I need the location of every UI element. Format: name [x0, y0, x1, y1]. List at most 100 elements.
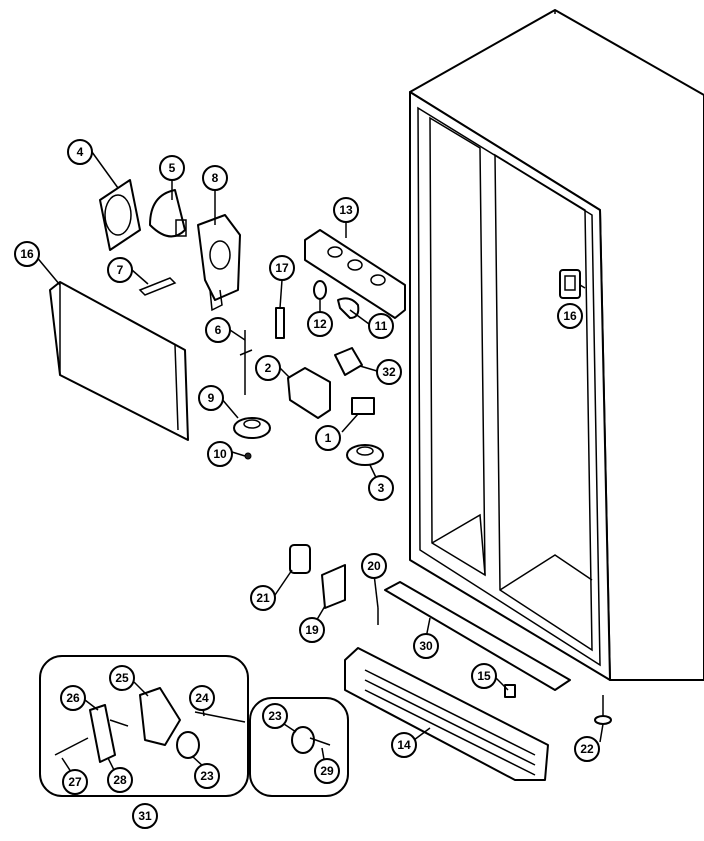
- part-25-bracket: [139, 687, 181, 746]
- part-8-fan-housing: [197, 214, 241, 312]
- callout-23a-label: 23: [200, 769, 214, 783]
- callout-16b-label: 16: [563, 309, 577, 323]
- leader-lines: [34, 151, 604, 779]
- callout-30-label: 30: [419, 639, 433, 653]
- callout-9-label: 9: [208, 391, 215, 405]
- callout-25: 25: [109, 665, 135, 691]
- callout-10-label: 10: [213, 447, 227, 461]
- callout-20-label: 20: [367, 559, 381, 573]
- part-30-rail: [384, 581, 571, 691]
- callout-10: 10: [207, 441, 233, 467]
- part-22-leg: [594, 695, 612, 725]
- part-27-bolt: [54, 737, 89, 756]
- callout-26a-label: 26: [66, 691, 80, 705]
- callout-22-label: 22: [580, 742, 594, 756]
- callout-22: 22: [574, 736, 600, 762]
- part-14-grille: [344, 647, 549, 781]
- part-17-strip: [275, 307, 285, 339]
- callout-32-label: 32: [382, 365, 396, 379]
- part-29-axle: [309, 737, 331, 746]
- callout-26a: 26: [60, 685, 86, 711]
- part-16-panel: [49, 281, 189, 441]
- callout-27-label: 27: [68, 775, 82, 789]
- part-4-frame: [99, 179, 141, 251]
- callout-6: 6: [205, 317, 231, 343]
- callout-30: 30: [413, 633, 439, 659]
- callout-21-label: 21: [256, 591, 270, 605]
- callout-29: 29: [314, 758, 340, 784]
- callout-1: 1: [315, 425, 341, 451]
- callout-25-label: 25: [115, 671, 129, 685]
- part-32-switch: [334, 347, 363, 376]
- callout-5-label: 5: [169, 161, 176, 175]
- part-28-plate: [89, 704, 116, 763]
- callout-6-label: 6: [215, 323, 222, 337]
- callout-3-label: 3: [378, 481, 385, 495]
- part-19-plate: [321, 564, 346, 609]
- part-23-roller-a: [176, 731, 200, 759]
- callout-2-label: 2: [265, 361, 272, 375]
- callout-28: 28: [107, 767, 133, 793]
- part-26-screw: [109, 719, 129, 727]
- callout-27: 27: [62, 769, 88, 795]
- callout-15: 15: [471, 663, 497, 689]
- callout-16a-label: 16: [20, 247, 34, 261]
- callout-14: 14: [391, 732, 417, 758]
- part-3-knob: [346, 444, 384, 466]
- callout-8: 8: [202, 165, 228, 191]
- callout-8-label: 8: [212, 171, 219, 185]
- callout-24-label: 24: [195, 691, 209, 705]
- part-12-bulb: [313, 280, 327, 300]
- callout-16b: 16: [557, 303, 583, 329]
- callout-19-label: 19: [305, 623, 319, 637]
- group-31-box: [39, 655, 249, 797]
- callout-29-label: 29: [320, 764, 334, 778]
- callout-5: 5: [159, 155, 185, 181]
- callout-4-label: 4: [77, 145, 84, 159]
- callout-14-label: 14: [397, 738, 411, 752]
- callout-9: 9: [198, 385, 224, 411]
- callout-23b-label: 23: [268, 709, 282, 723]
- part-15-clip: [504, 684, 516, 698]
- callout-11: 11: [368, 313, 394, 339]
- callout-12-label: 12: [313, 317, 327, 331]
- callout-28-label: 28: [113, 773, 127, 787]
- callout-31: 31: [132, 803, 158, 829]
- part-10-screw: [244, 452, 252, 460]
- callout-32: 32: [376, 359, 402, 385]
- callout-15-label: 15: [477, 669, 491, 683]
- callout-31-label: 31: [138, 809, 152, 823]
- callout-7: 7: [107, 257, 133, 283]
- callout-17: 17: [269, 255, 295, 281]
- cabinet: [409, 9, 704, 681]
- part-1-thermostat: [351, 397, 375, 415]
- callout-23b: 23: [262, 703, 288, 729]
- callout-3: 3: [368, 475, 394, 501]
- part-11-bulb: [337, 297, 360, 319]
- callout-21: 21: [250, 585, 276, 611]
- callout-16a: 16: [14, 241, 40, 267]
- part-24-pin: [194, 711, 246, 723]
- callout-17-label: 17: [275, 261, 289, 275]
- callout-2: 2: [255, 355, 281, 381]
- callout-1-label: 1: [325, 431, 332, 445]
- callout-4: 4: [67, 139, 93, 165]
- part-7-clip: [138, 277, 177, 296]
- part-13-bracket: [304, 229, 406, 319]
- callout-7-label: 7: [117, 263, 124, 277]
- callout-13-label: 13: [339, 203, 353, 217]
- callout-11-label: 11: [375, 319, 388, 333]
- part-6-rod: [239, 330, 253, 395]
- part-9-knob: [233, 417, 271, 439]
- callout-19: 19: [299, 617, 325, 643]
- callout-13: 13: [333, 197, 359, 223]
- callout-24: 24: [189, 685, 215, 711]
- callout-23a: 23: [194, 763, 220, 789]
- callout-20: 20: [361, 553, 387, 579]
- part-5-cover: [149, 189, 187, 238]
- part-2-bracket: [287, 367, 331, 419]
- part-21-bracket: [289, 544, 311, 574]
- group-23-29-box: [249, 697, 349, 797]
- callout-12: 12: [307, 311, 333, 337]
